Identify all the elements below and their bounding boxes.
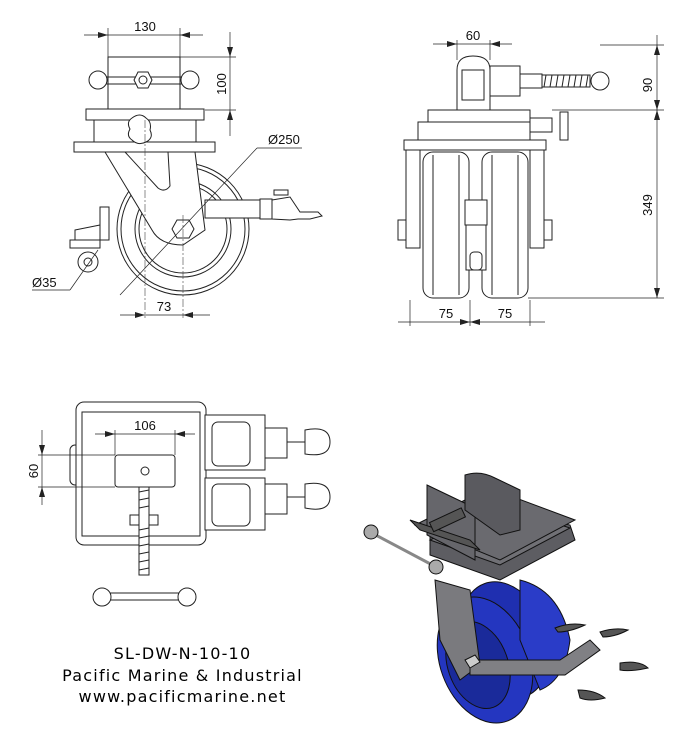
side-view: 130 100 bbox=[32, 19, 323, 318]
dimension-100: 100 bbox=[180, 32, 236, 136]
dimension-label: 75 bbox=[498, 306, 512, 321]
dimension-75-75: 75 75 bbox=[398, 300, 545, 326]
dimension-label: 75 bbox=[439, 306, 453, 321]
dimension-60-top: 60 bbox=[433, 28, 512, 60]
company-name: Pacific Marine & Industrial bbox=[62, 666, 303, 685]
dimension-label: 100 bbox=[214, 73, 229, 95]
front-view: 60 90 349 bbox=[397, 28, 664, 326]
website-url: www.pacificmarine.net bbox=[78, 687, 287, 706]
dimension-106: 106 bbox=[95, 418, 195, 455]
dimension-label: 349 bbox=[640, 194, 655, 216]
screw-thread bbox=[541, 74, 591, 88]
small-caster bbox=[69, 206, 110, 273]
dimension-diameter-35: Ø35 bbox=[32, 249, 99, 291]
screw-thread bbox=[138, 486, 150, 576]
dimension-label: Ø35 bbox=[32, 275, 57, 290]
dimension-349: 349 bbox=[528, 110, 664, 299]
top-view: 106 60 bbox=[26, 401, 331, 607]
dimension-label: Ø250 bbox=[268, 132, 300, 147]
isometric-view bbox=[363, 472, 649, 724]
dimension-label: 106 bbox=[134, 418, 156, 433]
dimension-label: 60 bbox=[26, 464, 41, 478]
dimension-label: 60 bbox=[466, 28, 480, 43]
dimension-diameter-250: Ø250 bbox=[119, 132, 302, 296]
dimension-label: 90 bbox=[640, 78, 655, 92]
dimension-90: 90 bbox=[552, 35, 664, 298]
dimension-label: 73 bbox=[157, 299, 171, 314]
model-number: SL-DW-N-10-10 bbox=[113, 644, 252, 663]
dimension-60-side: 60 bbox=[26, 430, 115, 505]
dimension-label: 130 bbox=[134, 19, 156, 34]
dimension-73: 73 bbox=[120, 299, 210, 318]
dimension-130: 130 bbox=[84, 19, 203, 57]
